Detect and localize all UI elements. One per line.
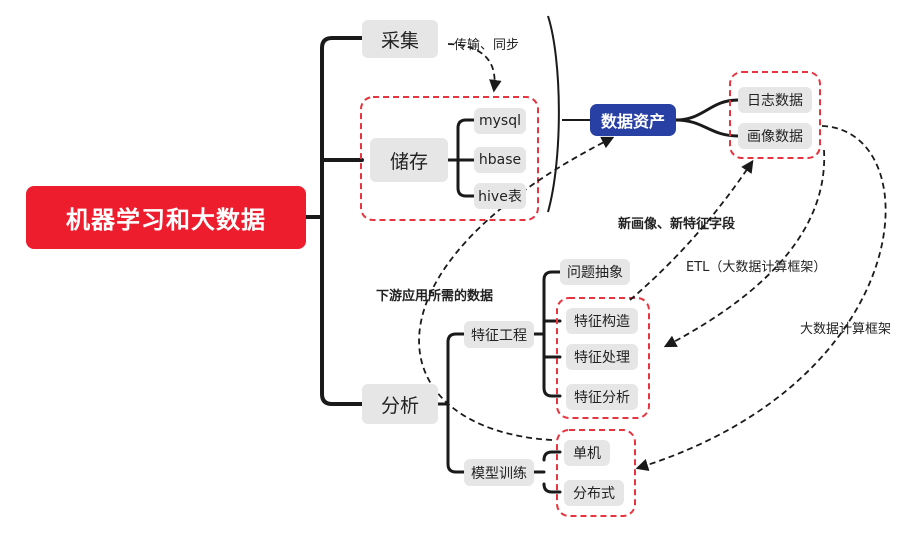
feature-engineering-node[interactable]: 特征工程 — [464, 321, 534, 348]
feature-item-problem-abstraction[interactable]: 问题抽象 — [560, 259, 630, 285]
data-assets-node[interactable]: 数据资产 — [590, 104, 676, 136]
feature-item-analysis[interactable]: 特征分析 — [566, 384, 638, 410]
feature-group-frame — [556, 297, 650, 419]
feature-branch — [532, 270, 562, 398]
annotation-bigdata-framework: 大数据计算框架 — [800, 322, 892, 337]
store-branch — [446, 118, 476, 198]
store-item-hbase[interactable]: hbase — [474, 147, 526, 173]
store-item-hive[interactable]: hive表 — [474, 183, 526, 209]
model-item-distributed[interactable]: 分布式 — [564, 480, 624, 506]
branch-collect[interactable]: 采集 — [362, 20, 438, 58]
arrow-etl — [663, 149, 826, 348]
storage-group-frame — [360, 96, 539, 221]
annotation-downstream: 下游应用所需的数据 — [376, 289, 494, 304]
annotation-transfer-sync: 传输、同步 — [454, 38, 520, 53]
annotation-etl: ETL（大数据计算框架） — [686, 260, 827, 275]
asset-item-profile-data[interactable]: 画像数据 — [738, 123, 812, 149]
annotation-new-fields: 新画像、新特征字段 — [618, 217, 736, 232]
store-item-mysql[interactable]: mysql — [474, 108, 526, 134]
model-item-single[interactable]: 单机 — [564, 440, 610, 466]
arrow-new-fields — [629, 159, 754, 301]
group-brace — [547, 15, 560, 213]
model-group-frame — [556, 429, 636, 517]
feature-item-construction[interactable]: 特征构造 — [566, 308, 638, 334]
branch-store[interactable]: 储存 — [370, 138, 448, 182]
main-spine — [320, 36, 364, 406]
branch-analyze[interactable]: 分析 — [362, 384, 438, 424]
analyze-branch — [435, 332, 466, 474]
model-training-node[interactable]: 模型训练 — [464, 459, 534, 486]
arrow-downstream — [418, 136, 615, 441]
root-node[interactable]: 机器学习和大数据 — [26, 186, 306, 249]
model-branch — [532, 450, 562, 494]
arrow-sync — [447, 43, 502, 93]
feature-item-processing[interactable]: 特征处理 — [566, 344, 638, 370]
asset-item-log-data[interactable]: 日志数据 — [738, 87, 812, 113]
asset-fork — [674, 98, 740, 138]
asset-group-frame — [729, 71, 821, 159]
arrow-bigdata-framework — [635, 125, 887, 472]
